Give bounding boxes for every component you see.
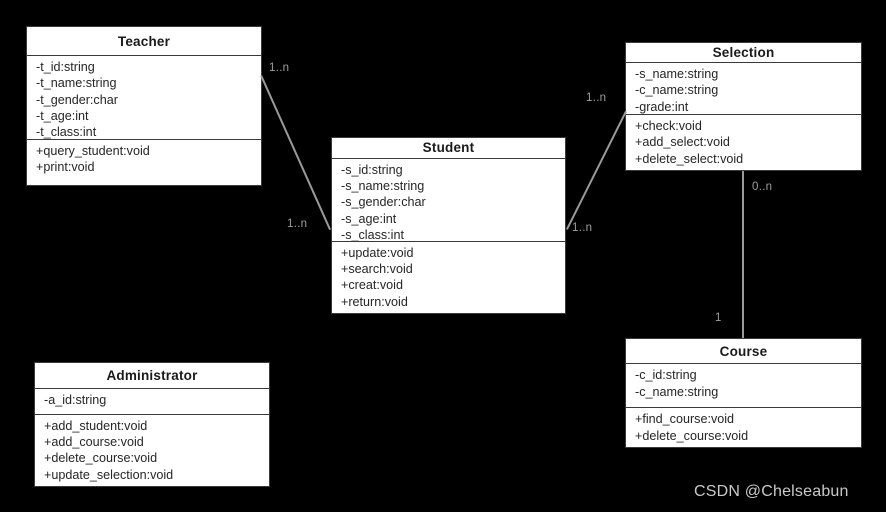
uml-attribute: -s_name:string bbox=[635, 67, 719, 82]
uml-method: +update:void bbox=[341, 245, 414, 260]
uml-method: +delete_select:void bbox=[635, 151, 744, 166]
uml-attributes-selection: -s_name:string -c_name:string -grade:int bbox=[626, 63, 861, 114]
association-selection-course bbox=[742, 171, 744, 338]
uml-attributes-student: -s_id:string -s_name:string -s_gender:ch… bbox=[332, 159, 565, 242]
uml-attributes-administrator: -a_id:string bbox=[35, 389, 269, 413]
uml-attribute: -a_id:string bbox=[44, 393, 107, 408]
uml-attribute: -t_id:string bbox=[36, 60, 95, 74]
association-student-selection bbox=[566, 111, 627, 230]
uml-method: +search:void bbox=[341, 262, 413, 277]
uml-attribute: -t_class:int bbox=[36, 125, 97, 140]
uml-method: +return:void bbox=[341, 294, 408, 309]
uml-attribute: -s_gender:char bbox=[341, 195, 426, 210]
multiplicity-selection-course-from: 0..n bbox=[752, 181, 773, 193]
uml-attributes-teacher: -t_id:string -t_name:string -t_gender:ch… bbox=[27, 56, 261, 139]
uml-method: +delete_course:void bbox=[44, 451, 158, 466]
uml-attribute: -s_id:string bbox=[341, 162, 403, 177]
uml-method: +print:void bbox=[36, 160, 95, 175]
uml-class-teacher[interactable]: Teacher -t_id:string -t_name:string -t_g… bbox=[26, 26, 262, 186]
uml-class-course[interactable]: Course -c_id:string -c_name:string +find… bbox=[625, 338, 862, 448]
multiplicity-teacher-student-from: 1..n bbox=[269, 62, 290, 74]
multiplicity-student-selection-to: 1..n bbox=[586, 92, 607, 104]
uml-class-title-teacher: Teacher bbox=[27, 27, 261, 56]
uml-methods-course: +find_course:void +delete_course:void bbox=[626, 407, 861, 447]
uml-method: +add_course:void bbox=[44, 435, 144, 450]
uml-class-title-selection: Selection bbox=[626, 43, 861, 64]
uml-method: +delete_course:void bbox=[635, 428, 749, 443]
uml-attribute: -c_name:string bbox=[635, 83, 719, 98]
multiplicity-selection-course-to: 1 bbox=[715, 312, 722, 324]
uml-methods-administrator: +add_student:void +add_course:void +dele… bbox=[35, 413, 269, 486]
uml-attribute: -grade:int bbox=[635, 99, 689, 114]
uml-method: +creat:void bbox=[341, 278, 403, 293]
uml-method: +add_select:void bbox=[635, 135, 730, 150]
uml-method: +add_student:void bbox=[44, 418, 148, 433]
uml-attribute: -c_id:string bbox=[635, 368, 697, 383]
uml-class-title-course: Course bbox=[626, 339, 861, 365]
uml-class-title-student: Student bbox=[332, 138, 565, 159]
uml-methods-student: +update:void +search:void +creat:void +r… bbox=[332, 240, 565, 313]
uml-class-title-administrator: Administrator bbox=[35, 363, 269, 390]
uml-method: +update_selection:void bbox=[44, 467, 174, 482]
multiplicity-student-selection-from: 1..n bbox=[572, 222, 593, 234]
uml-class-administrator[interactable]: Administrator -a_id:string +add_student:… bbox=[34, 362, 270, 487]
uml-method: +check:void bbox=[635, 119, 702, 134]
uml-method: +query_student:void bbox=[36, 144, 150, 158]
uml-attribute: -s_name:string bbox=[341, 179, 425, 194]
uml-class-selection[interactable]: Selection -s_name:string -c_name:string … bbox=[625, 42, 862, 171]
uml-attribute: -t_gender:char bbox=[36, 92, 118, 107]
uml-method: +find_course:void bbox=[635, 412, 735, 427]
association-teacher-student bbox=[260, 75, 331, 230]
uml-methods-selection: +check:void +add_select:void +delete_sel… bbox=[626, 114, 861, 170]
uml-attribute: -s_class:int bbox=[341, 228, 404, 242]
watermark-text: CSDN @Chelseabun bbox=[694, 483, 849, 500]
uml-attribute: -t_age:int bbox=[36, 108, 89, 123]
uml-methods-teacher: +query_student:void +print:void bbox=[27, 139, 261, 185]
uml-class-student[interactable]: Student -s_id:string -s_name:string -s_g… bbox=[331, 137, 566, 314]
uml-attribute: -s_age:int bbox=[341, 211, 397, 226]
uml-attributes-course: -c_id:string -c_name:string bbox=[626, 364, 861, 407]
uml-attribute: -c_name:string bbox=[635, 384, 719, 399]
multiplicity-teacher-student-to: 1..n bbox=[287, 218, 308, 230]
uml-attribute: -t_name:string bbox=[36, 76, 117, 91]
